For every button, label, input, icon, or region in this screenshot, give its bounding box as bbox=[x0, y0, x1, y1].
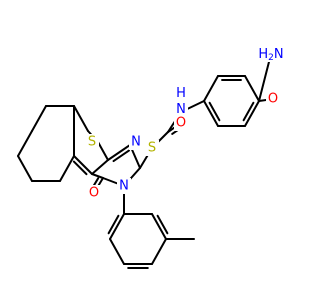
thiophene-sulfur-atom: S bbox=[88, 135, 96, 150]
double-bond-inner-line bbox=[112, 149, 130, 163]
thioether-sulfur-atom: S bbox=[148, 141, 156, 156]
atom-bg bbox=[117, 178, 131, 194]
atom-bg bbox=[266, 91, 280, 107]
single-bond bbox=[59, 155, 75, 182]
double-bond-inner-line bbox=[242, 101, 255, 122]
double-bond-inner-line bbox=[208, 101, 221, 122]
double-bond-inner-line bbox=[156, 214, 169, 235]
double-bond bbox=[244, 100, 260, 127]
amide-oxygen-atom: O bbox=[176, 116, 186, 131]
single-bond bbox=[17, 130, 33, 157]
single-bond bbox=[31, 105, 47, 132]
ring-nitrogen-atom: N bbox=[119, 179, 129, 194]
single-bond bbox=[203, 75, 219, 102]
atom-bg bbox=[85, 134, 99, 150]
single-bond bbox=[109, 238, 125, 265]
single-bond bbox=[91, 173, 104, 179]
bonds-layer bbox=[17, 53, 274, 269]
ketone-oxygen-atom: O bbox=[89, 186, 99, 201]
pyrimidine-nitrogen-atom: N bbox=[131, 135, 141, 150]
single-bond bbox=[244, 75, 260, 102]
single-bond bbox=[97, 141, 109, 161]
atom-bg bbox=[87, 185, 101, 201]
atom-bg bbox=[145, 140, 159, 156]
benzamide-oxygen-atom: O bbox=[268, 92, 278, 107]
double-bond bbox=[73, 155, 93, 175]
double-bond bbox=[203, 100, 219, 127]
single-bond bbox=[17, 155, 33, 182]
amine-nh2-group: H2N bbox=[258, 47, 283, 64]
double-bond bbox=[151, 213, 167, 240]
double-bond bbox=[107, 144, 131, 161]
atom-bg bbox=[258, 46, 284, 62]
single-bond bbox=[151, 238, 167, 265]
atom-bg bbox=[174, 85, 188, 117]
atom-bg bbox=[129, 134, 143, 150]
double-bond bbox=[109, 213, 125, 240]
atom-bg bbox=[174, 115, 188, 131]
double-bond-inner-line bbox=[107, 214, 120, 235]
single-bond bbox=[73, 105, 89, 132]
double-bond-inner-line bbox=[72, 160, 88, 176]
single-bond bbox=[91, 159, 109, 175]
